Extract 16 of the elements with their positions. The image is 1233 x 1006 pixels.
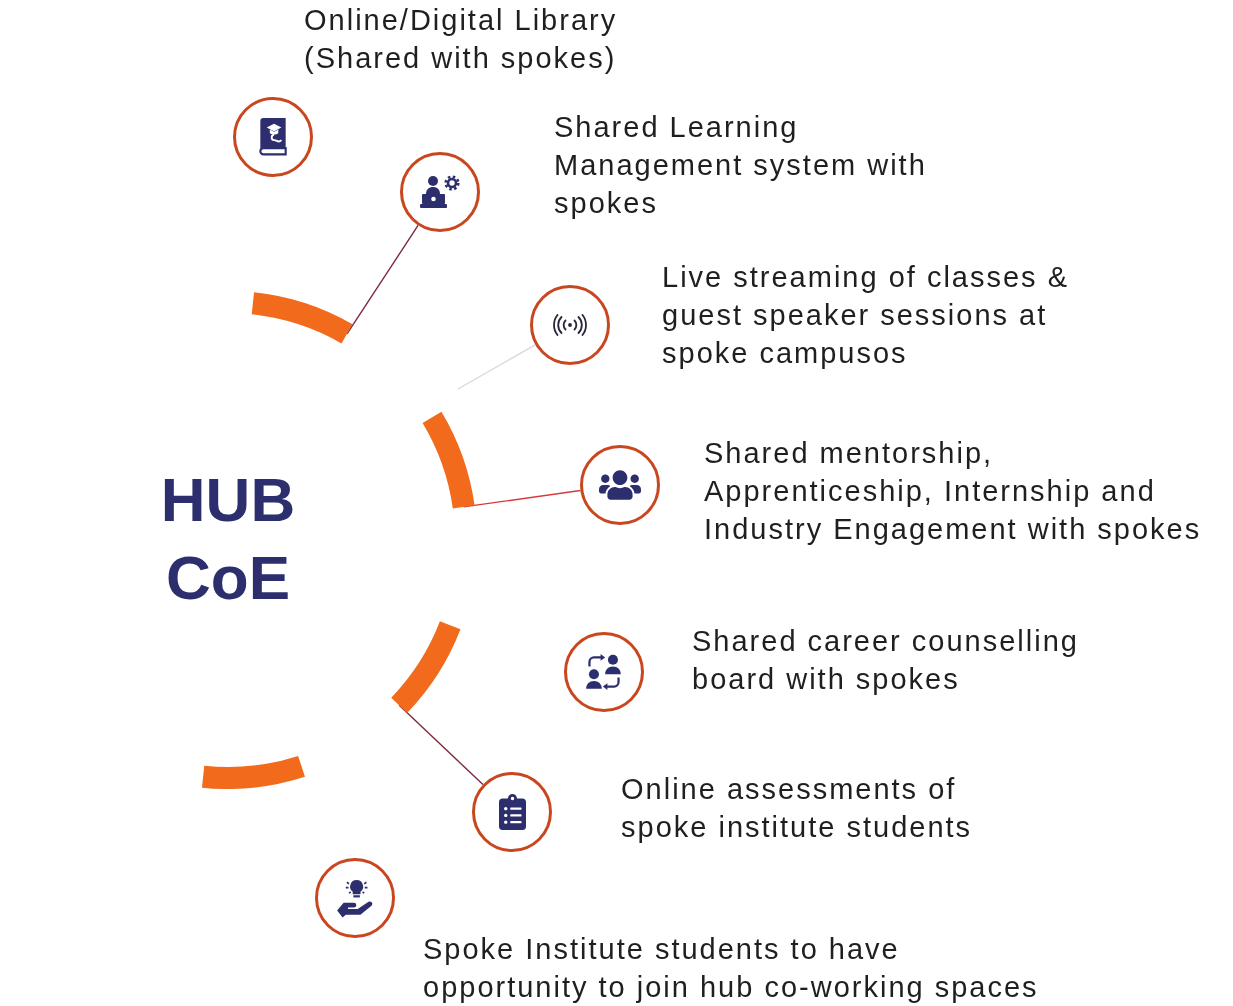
connector-line xyxy=(457,344,536,390)
arc-segment xyxy=(422,411,475,509)
feature-label: Shared career counselling board with spokes xyxy=(692,624,1080,697)
arc-segment xyxy=(251,292,353,344)
hub-label: HUB CoE xyxy=(159,464,297,614)
arc-segment xyxy=(201,755,305,789)
connector-line xyxy=(398,704,484,786)
arc-segment xyxy=(391,621,461,713)
feature-label: Online/Digital Library (Shared with spokes) xyxy=(304,3,619,76)
feature-label: Shared Learning Management system with spokes xyxy=(554,110,928,221)
connector-line xyxy=(463,489,582,508)
feature-label: Spoke Institute students to have opportunity to join hub co-working spaces xyxy=(423,932,1040,1005)
feature-label: Shared mentorship, Apprenticeship, Internship and Industry Engagement with spokes xyxy=(704,436,1203,547)
connector-line xyxy=(346,224,419,335)
feature-label: Online assessments of spoke institute students xyxy=(621,772,974,845)
feature-label: Live streaming of classes & guest speaker sessions at spoke campusos xyxy=(662,260,1070,371)
